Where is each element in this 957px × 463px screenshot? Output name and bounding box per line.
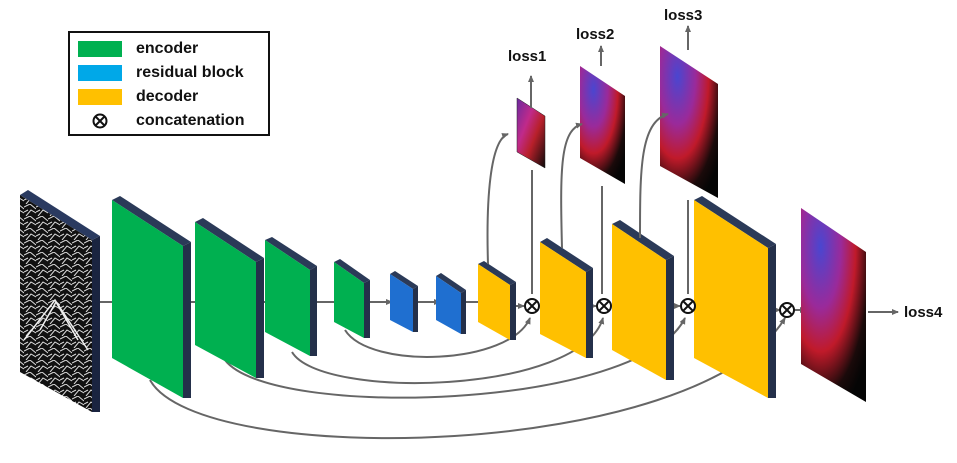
decoder-blocks <box>478 196 776 398</box>
concat-node-3 <box>680 298 696 314</box>
concat-node-1 <box>524 298 540 314</box>
encoder-block-1 <box>112 196 191 398</box>
loss2-label: loss2 <box>576 26 615 43</box>
encoder-blocks <box>112 196 370 398</box>
concat-node-4 <box>779 302 795 318</box>
encoder-block-2 <box>195 218 264 378</box>
encoder-swatch <box>78 41 122 57</box>
legend-item-concatenation: concatenation <box>78 111 244 131</box>
legend-label: concatenation <box>136 112 245 129</box>
flow-output-4 <box>801 208 866 402</box>
decoder-block-1 <box>478 261 516 340</box>
otimes-icon <box>78 113 122 129</box>
residual-block-1 <box>390 271 418 332</box>
decoder-block-3 <box>612 220 674 380</box>
loss-branches <box>486 25 691 294</box>
legend-item-decoder: decoder <box>78 87 198 107</box>
flow-output-2 <box>580 66 625 184</box>
flow-output-3 <box>660 46 718 198</box>
decoder-block-2 <box>540 238 593 358</box>
decoder-swatch <box>78 89 122 105</box>
legend-item-encoder: encoder <box>78 39 198 59</box>
concat-node-2 <box>596 298 612 314</box>
input-image <box>20 190 100 412</box>
legend-label: encoder <box>136 40 199 57</box>
encoder-block-3 <box>265 237 317 356</box>
decoder-block-4 <box>694 196 776 398</box>
residual-block-2 <box>436 273 466 334</box>
concatenation-nodes <box>524 298 795 318</box>
loss1-label: loss1 <box>508 48 547 65</box>
residual-blocks <box>390 271 466 334</box>
skip-connection-4 <box>344 317 531 358</box>
loss3-label: loss3 <box>664 7 703 24</box>
legend: encoder residual block decoder concatena… <box>68 31 270 136</box>
encoder-block-4 <box>334 259 370 338</box>
legend-item-residual: residual block <box>78 63 244 83</box>
legend-label: decoder <box>136 88 199 105</box>
residual-swatch <box>78 65 122 81</box>
legend-label: residual block <box>136 64 244 81</box>
flow-output-1 <box>516 97 546 169</box>
loss4-label: loss4 <box>904 304 943 321</box>
flow-outputs <box>516 46 866 402</box>
